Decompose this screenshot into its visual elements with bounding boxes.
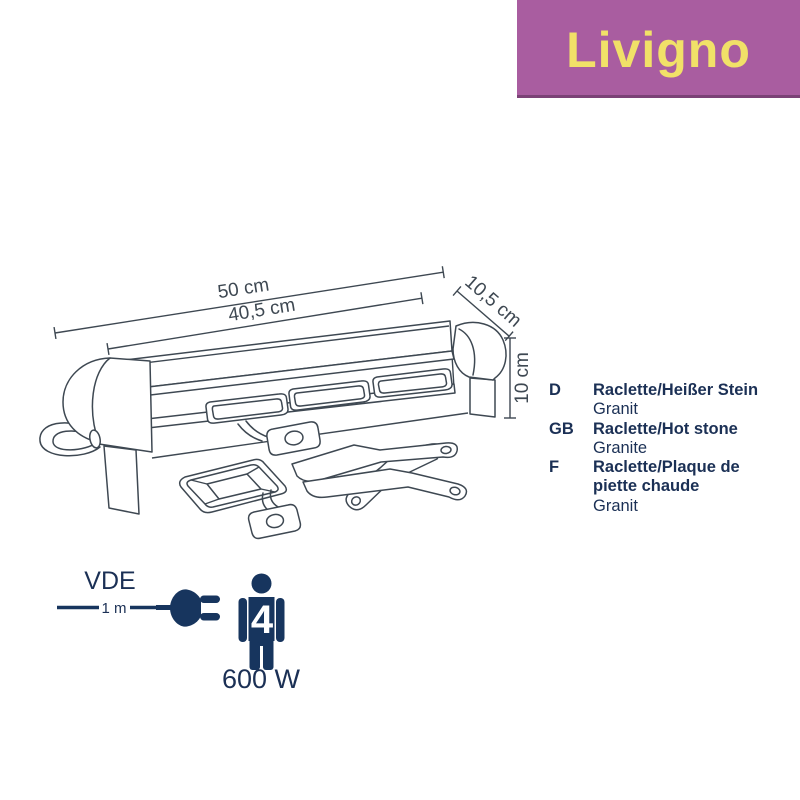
raclette-pans-in-slots — [206, 369, 452, 423]
lang-title-gb: Raclette/Hot stone — [593, 419, 738, 438]
lang-title-fr-line2: piette chaude — [593, 477, 700, 496]
dimension-50cm: 50 cm — [51, 247, 444, 338]
raclette-grill-drawing — [40, 321, 506, 538]
spec-icons: VDE 1 m 4 600 W — [57, 567, 301, 694]
lang-material-de: Granit — [593, 400, 638, 419]
product-title: Livigno — [566, 21, 751, 78]
cable-length-spec: 1 m — [57, 600, 172, 617]
lang-code-de: D — [549, 381, 561, 399]
lang-row-gb: GB Raclette/Hot stone Granite — [549, 420, 789, 459]
lang-row-de: D Raclette/Heißer Stein Granit — [549, 381, 789, 420]
lang-code-gb: GB — [549, 419, 574, 438]
right-end-cap — [453, 322, 506, 417]
lang-title-fr-line1: Raclette/Plaque de — [593, 458, 740, 477]
persons-icon: 4 — [238, 573, 285, 670]
lang-material-fr: Granit — [593, 496, 638, 515]
left-end-cap — [63, 358, 152, 514]
power-plug-icon — [156, 589, 220, 627]
dimension-10cm-label: 10 cm — [512, 352, 533, 404]
spatulas — [292, 443, 466, 510]
accessory-pan — [180, 459, 301, 538]
language-descriptions: D Raclette/Heißer Stein Granit GB Raclet… — [549, 381, 789, 516]
lang-code-fr: F — [549, 458, 560, 477]
lang-material-gb: Granite — [593, 438, 648, 457]
persons-count: 4 — [251, 598, 274, 642]
vde-certification-label: VDE — [84, 567, 135, 595]
cable-length-label: 1 m — [101, 600, 126, 617]
pan-handle-front — [238, 421, 320, 455]
lang-row-fr: F Raclette/Plaque de piette chaude Grani… — [549, 458, 789, 516]
power-rating-label: 600 W — [222, 664, 301, 694]
dimension-10cm: 10 cm — [504, 338, 533, 418]
lang-title-de: Raclette/Heißer Stein — [593, 381, 759, 399]
product-banner: Livigno — [517, 0, 800, 98]
